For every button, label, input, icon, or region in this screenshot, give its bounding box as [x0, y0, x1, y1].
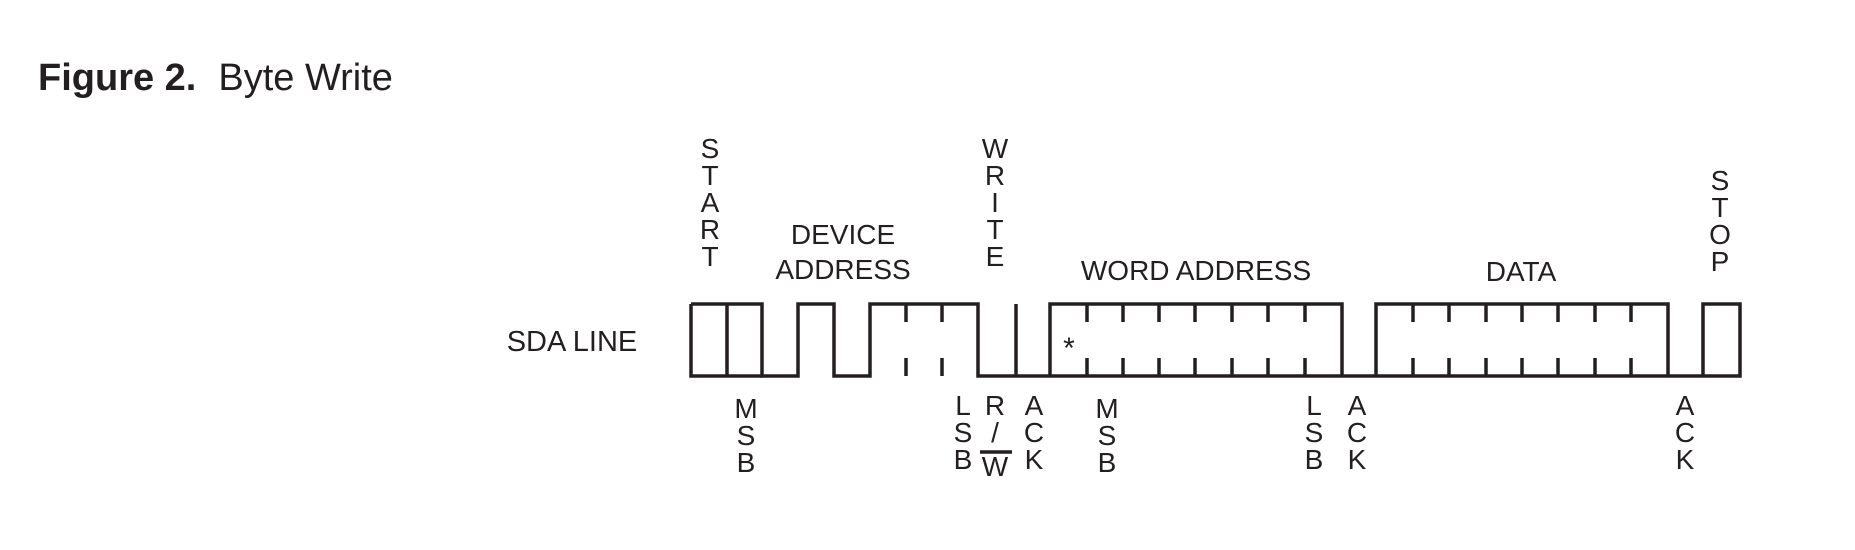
lsb-word-label-char: L	[1306, 390, 1322, 421]
msb-word-label-char: M	[1095, 393, 1118, 424]
stop-label-char: P	[1711, 246, 1730, 277]
ack-2-label-char: K	[1348, 444, 1367, 475]
ack-3-label-char: A	[1676, 390, 1695, 421]
write-label-char: E	[986, 241, 1005, 272]
sda-line-label: SDA LINE	[507, 326, 638, 358]
lsb-device-label-char: B	[954, 444, 973, 475]
ack-3-label-char: K	[1676, 444, 1695, 475]
figure-title: Figure 2. Byte Write	[38, 57, 393, 100]
device-address-label-line2: ADDRESS	[775, 254, 910, 285]
lsb-device-label: LSB	[954, 390, 973, 475]
stop-label-char: O	[1709, 219, 1731, 250]
lsb-word-label-char: S	[1305, 417, 1324, 448]
lsb-device-label-char: S	[954, 417, 973, 448]
rw-label-w: W	[982, 451, 1009, 482]
ack-2-label-char: C	[1347, 417, 1367, 448]
msb-device-label: MSB	[734, 393, 757, 478]
sda-line-trace	[691, 302, 1742, 378]
msb-device-label-char: M	[734, 393, 757, 424]
rw-label-r: R	[985, 390, 1005, 421]
data-label: DATA	[1486, 256, 1557, 287]
figure-number: Figure 2.	[38, 57, 197, 99]
lsb-device-label-char: L	[955, 390, 971, 421]
ack-3-label-char: C	[1675, 417, 1695, 448]
msb-device-label-char: B	[737, 447, 756, 478]
stop-label-char: S	[1711, 165, 1730, 196]
ack-1-label-char: K	[1025, 444, 1044, 475]
start-frame	[689, 304, 762, 378]
start-label-char: T	[701, 241, 718, 272]
ack-1-label: ACK	[1024, 390, 1044, 475]
device-address-label-line1: DEVICE	[791, 219, 895, 250]
asterisk-marker: *	[1063, 332, 1075, 365]
msb-word-label: MSB	[1095, 393, 1118, 478]
msb-device-label-char: S	[737, 420, 756, 451]
lsb-word-label: LSB	[1305, 390, 1324, 475]
start-label-char: R	[700, 214, 720, 245]
start-label-char: S	[701, 133, 720, 164]
start-label-char: A	[701, 187, 720, 218]
write-label-char: R	[985, 160, 1005, 191]
lsb-word-label-char: B	[1305, 444, 1324, 475]
ack-1-label-char: A	[1025, 390, 1044, 421]
ack-3-label: ACK	[1675, 390, 1695, 475]
word-address-label: WORD ADDRESS	[1081, 255, 1311, 286]
msb-word-label-char: B	[1098, 447, 1117, 478]
sda-waveform	[689, 302, 1742, 454]
ack-2-label: ACK	[1347, 390, 1367, 475]
rw-label-slash: /	[991, 417, 999, 448]
stop-label-char: T	[1711, 192, 1728, 223]
ack-1-label-char: C	[1024, 417, 1044, 448]
figure-caption: Byte Write	[218, 57, 393, 99]
write-label-char: T	[986, 214, 1003, 245]
start-label-char: T	[701, 160, 718, 191]
write-label-char: I	[991, 187, 999, 218]
msb-word-label-char: S	[1098, 420, 1117, 451]
write-label-char: W	[982, 133, 1009, 164]
ack-2-label-char: A	[1348, 390, 1367, 421]
